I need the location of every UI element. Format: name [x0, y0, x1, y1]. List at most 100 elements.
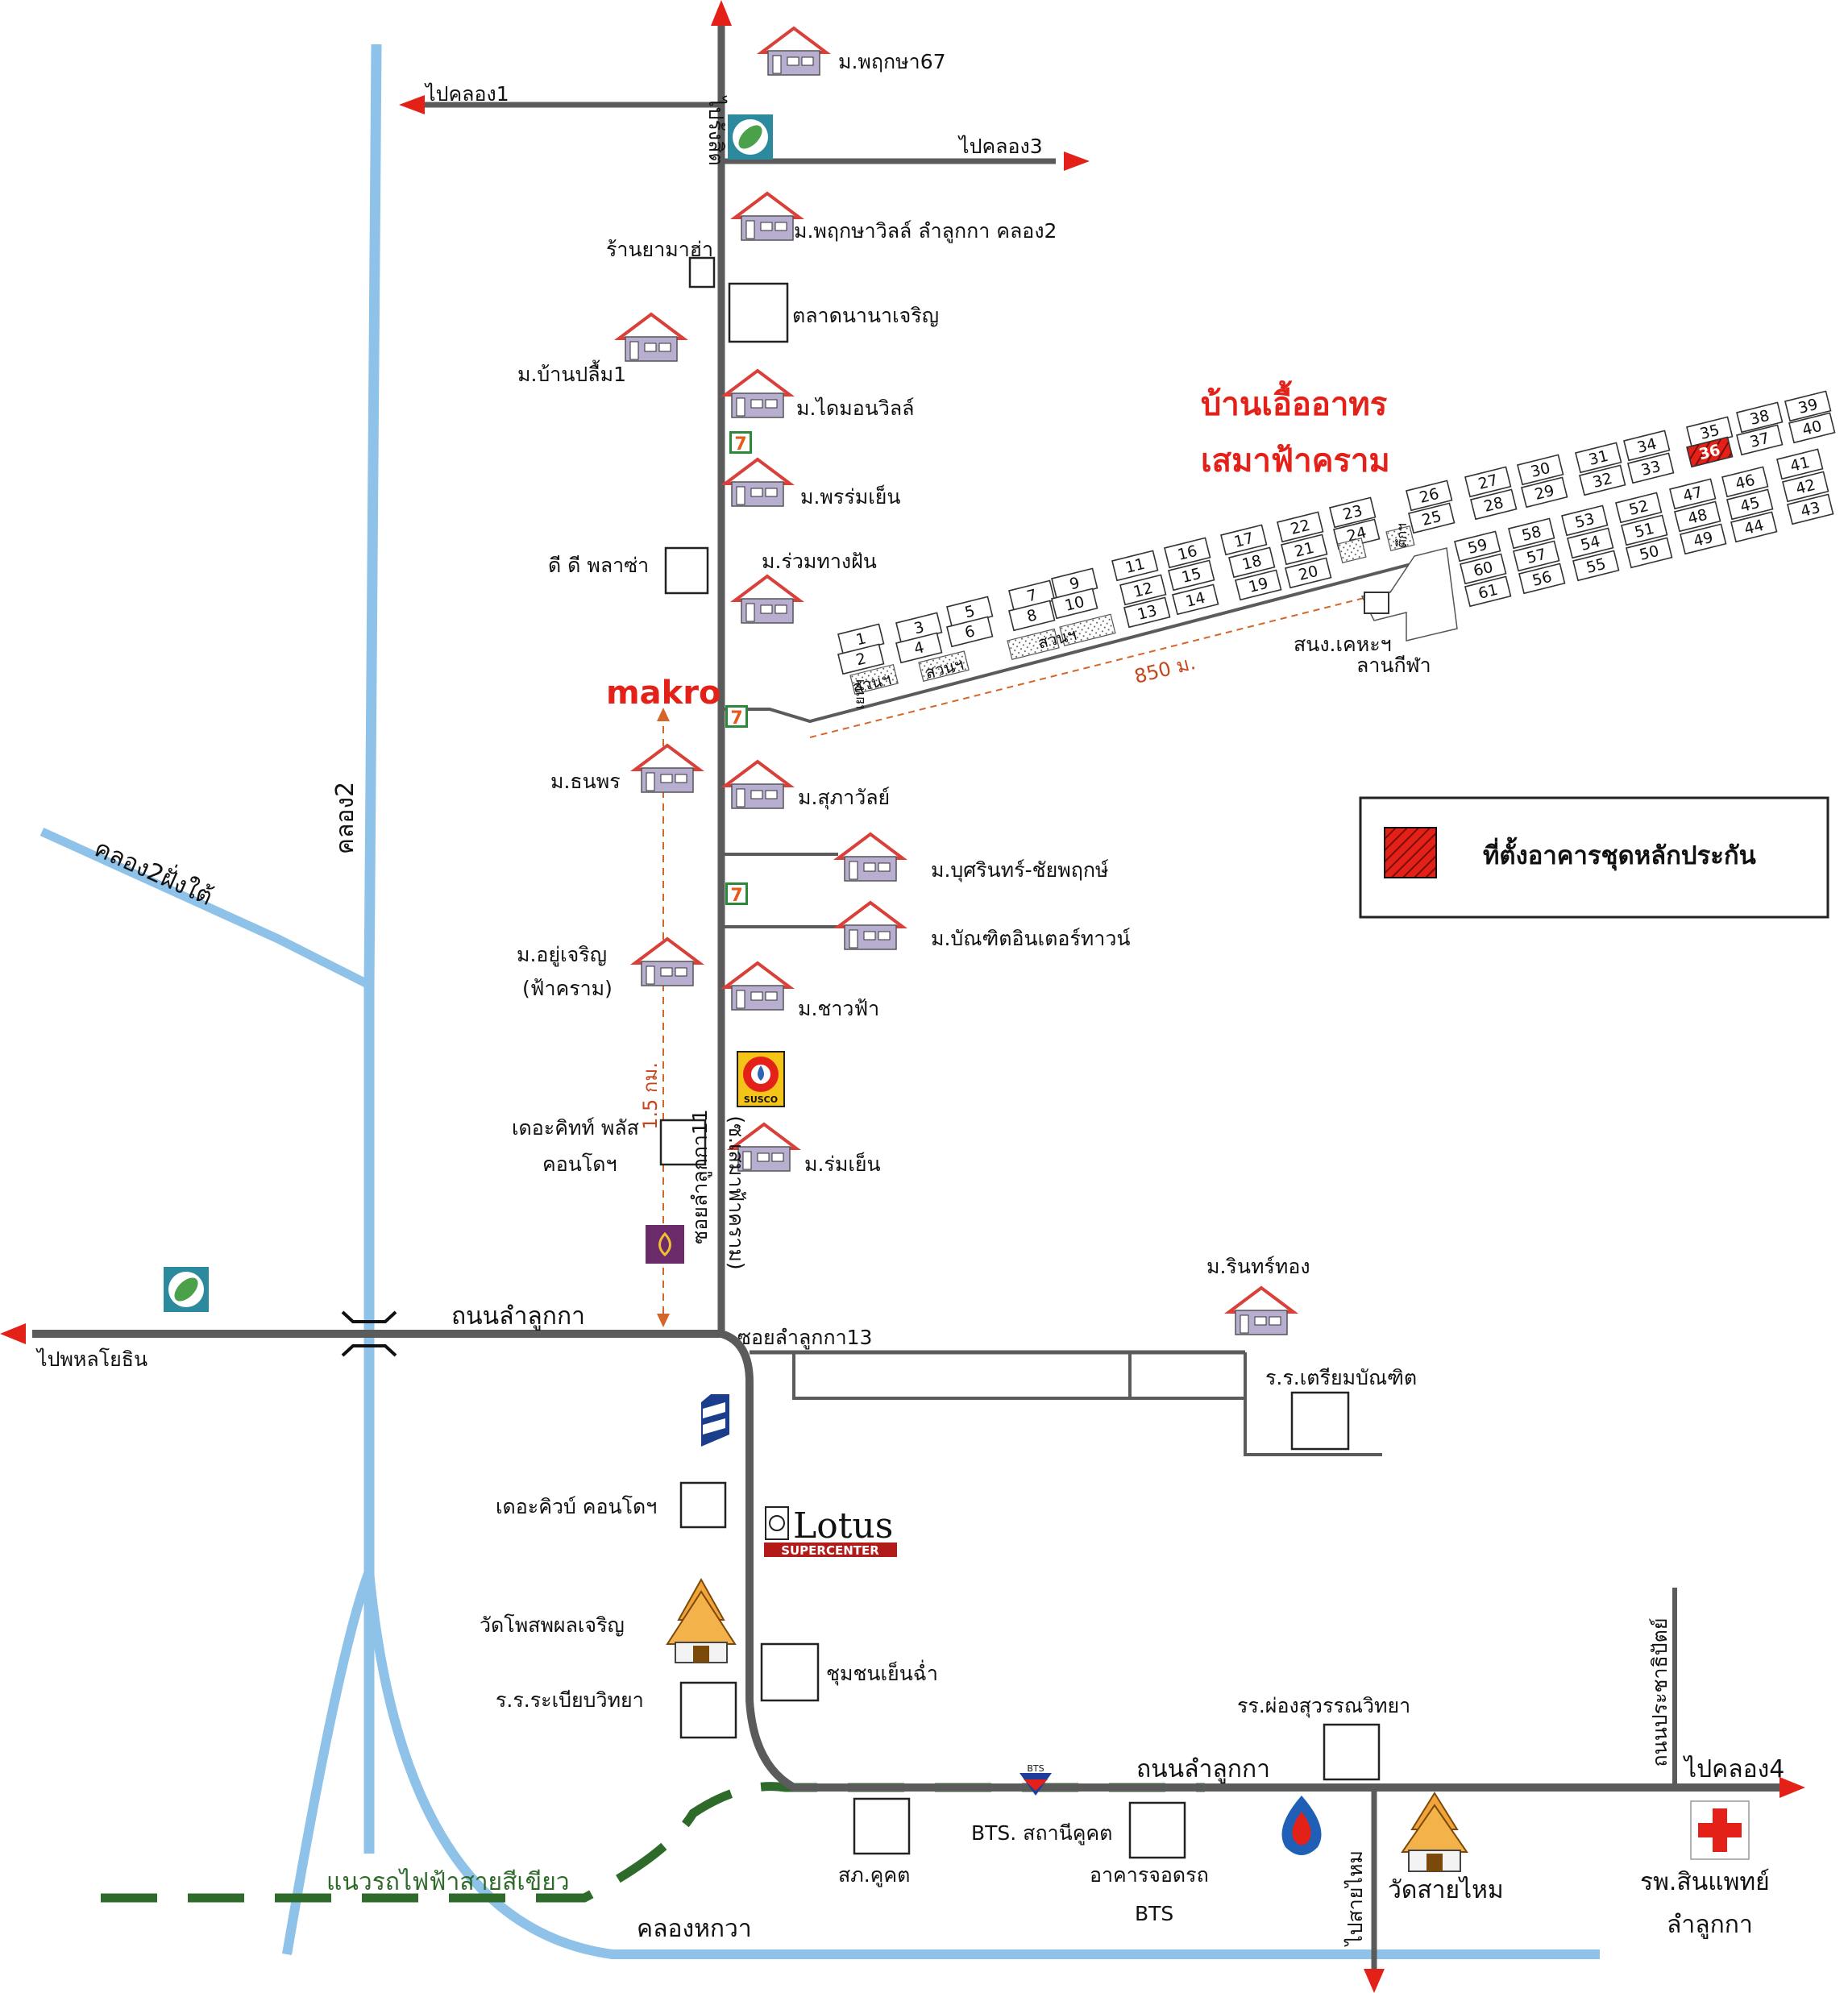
house-icon [617, 313, 685, 363]
bank-scb-icon [646, 1225, 684, 1264]
place-the-kit-sub: คอนโดฯ [542, 1152, 617, 1176]
lot-61: 61 [1464, 575, 1512, 608]
place-nana-market: ตลาดนานาเจริญ [792, 304, 939, 327]
place-the-cube: เดอะคิวบ์ คอนโดฯ [496, 1495, 657, 1518]
building-box [664, 546, 709, 595]
label-khlong2-south: คลอง2ฝั่งใต้ [90, 832, 218, 911]
place-bts-station: BTS. สถานีคูคต [971, 1821, 1112, 1846]
building-box [688, 256, 716, 289]
lot-17: 17 [1220, 524, 1268, 556]
lot-52: 52 [1615, 492, 1663, 524]
lot-60: 60 [1460, 553, 1507, 585]
lot-number: 7 [1025, 586, 1039, 605]
lot-38: 38 [1736, 401, 1784, 434]
map-labels: ไปรังสิต ไปคลอง1 ไปคลอง3 ไปคลอง4 ไปพหลโย… [35, 50, 1784, 1947]
place-chumchon: ชุมชนเย็นฉ่ำ [826, 1659, 938, 1686]
label-road-lam-luk-ka: ถนนลำลูกกา [451, 1302, 585, 1331]
park-area [918, 650, 970, 683]
lot-number: 5 [963, 602, 977, 621]
lot-8: 8 [1008, 600, 1056, 632]
lot-44: 44 [1730, 511, 1778, 543]
lotus-logo: Lotus SUPERCENTER [764, 1501, 897, 1558]
bts-logo: BTS [1020, 1763, 1052, 1796]
direction-arrows [0, 0, 1805, 1993]
place-police: สภ.คูคต [838, 1863, 910, 1887]
place-rabiab: ร.ร.ระเบียบวิทยา [496, 1688, 644, 1712]
lot-31: 31 [1575, 442, 1622, 474]
building-box [760, 1642, 820, 1702]
house-icon [760, 27, 828, 77]
temple-icon [666, 1577, 737, 1663]
lotus-label: Lotus [793, 1505, 893, 1547]
label-soi13: ซอยลำลูกกา13 [737, 1326, 872, 1350]
lot-number: 4 [912, 638, 926, 658]
legend-swatch [1384, 827, 1437, 878]
label-khlong-hok-wa: คลองหกวา [637, 1915, 752, 1943]
building-box [1128, 1801, 1186, 1859]
place-dd-plaza: ดี ดี พลาซ่า [548, 554, 649, 577]
seven-eleven-icon [725, 705, 748, 729]
facility-housing-office: สนง.เคหะฯ [1294, 633, 1392, 656]
house-icon [724, 961, 791, 1011]
lot-33: 33 [1627, 452, 1675, 484]
lot-21: 21 [1281, 534, 1328, 566]
ptt-logo [1281, 1796, 1322, 1855]
label-to-khlong4: ไปคลอง4 [1683, 1754, 1784, 1783]
lot-39: 39 [1784, 390, 1832, 422]
susco-label: SUSCO [744, 1094, 778, 1105]
lot-34: 34 [1623, 430, 1671, 462]
seven-eleven-icon [725, 882, 748, 906]
place-phong-suwan: รร.ผ่องสุวรรณวิทยา [1237, 1694, 1410, 1718]
park-area [849, 663, 899, 695]
house-icon [724, 369, 791, 419]
place-yu-charoen: ม.อยู่เจริญ [517, 943, 607, 967]
place-ban-plim: ม.บ้านปลื้ม1 [517, 359, 626, 386]
hospital-cross-icon [1690, 1800, 1750, 1860]
lot-53: 53 [1561, 504, 1609, 537]
place-yamaha-shop: ร้านยามาฮ่า [606, 238, 713, 261]
lot-6: 6 [946, 616, 994, 648]
lot-54: 54 [1567, 527, 1614, 559]
lot-48: 48 [1674, 500, 1721, 533]
lot-13: 13 [1123, 596, 1171, 629]
place-supawan: ม.สุภาวัลย์ [798, 786, 890, 810]
house-icon [733, 192, 801, 242]
place-hospital: รพ.สินแพทย์ [1640, 1868, 1770, 1896]
lot-number: 3 [912, 618, 926, 637]
place-pruksa-ville: ม.พฤกษาวิลล์ ลำลูกกา คลอง2 [794, 219, 1057, 243]
label-khlong2: คลอง2 [331, 782, 359, 854]
lot-28: 28 [1470, 488, 1518, 521]
place-parking: อาคารจอดรถ [1090, 1863, 1209, 1887]
lot-23: 23 [1329, 496, 1377, 529]
building-box [659, 1119, 707, 1166]
building-box [853, 1797, 911, 1855]
house-icon [837, 901, 904, 951]
lot-14: 14 [1172, 583, 1219, 616]
lot-26: 26 [1406, 480, 1453, 512]
park-area [1337, 538, 1367, 564]
lot-51: 51 [1621, 514, 1668, 546]
susco-logo: SUSCO [737, 1051, 785, 1107]
park-label: สวนฯ [1036, 625, 1078, 653]
place-parking-sub: BTS [1135, 1902, 1173, 1925]
makro-logo: makro [606, 675, 721, 712]
lot-32: 32 [1579, 464, 1626, 496]
lot-30: 30 [1517, 454, 1564, 486]
house-icon [1227, 1286, 1295, 1336]
lot-58: 58 [1508, 517, 1555, 550]
label-green-line: แนวรถไฟฟ้าสายสีเขียว [326, 1867, 570, 1896]
lot-24: 24 [1333, 518, 1381, 550]
green-line-route [101, 1782, 1205, 1903]
house-icon [733, 575, 801, 625]
place-chao-fa: ม.ชาวฟ้า [798, 997, 879, 1020]
lot-40: 40 [1788, 412, 1836, 444]
house-icon [724, 760, 791, 810]
park-area [1385, 525, 1415, 552]
bank-krungthai-icon [701, 1394, 729, 1447]
building-box [728, 282, 789, 343]
building-box [679, 1681, 737, 1739]
bank-leaf-icon [728, 114, 773, 160]
place-pruksa67: ม.พฤกษา67 [838, 50, 946, 73]
lot-42: 42 [1782, 471, 1829, 503]
